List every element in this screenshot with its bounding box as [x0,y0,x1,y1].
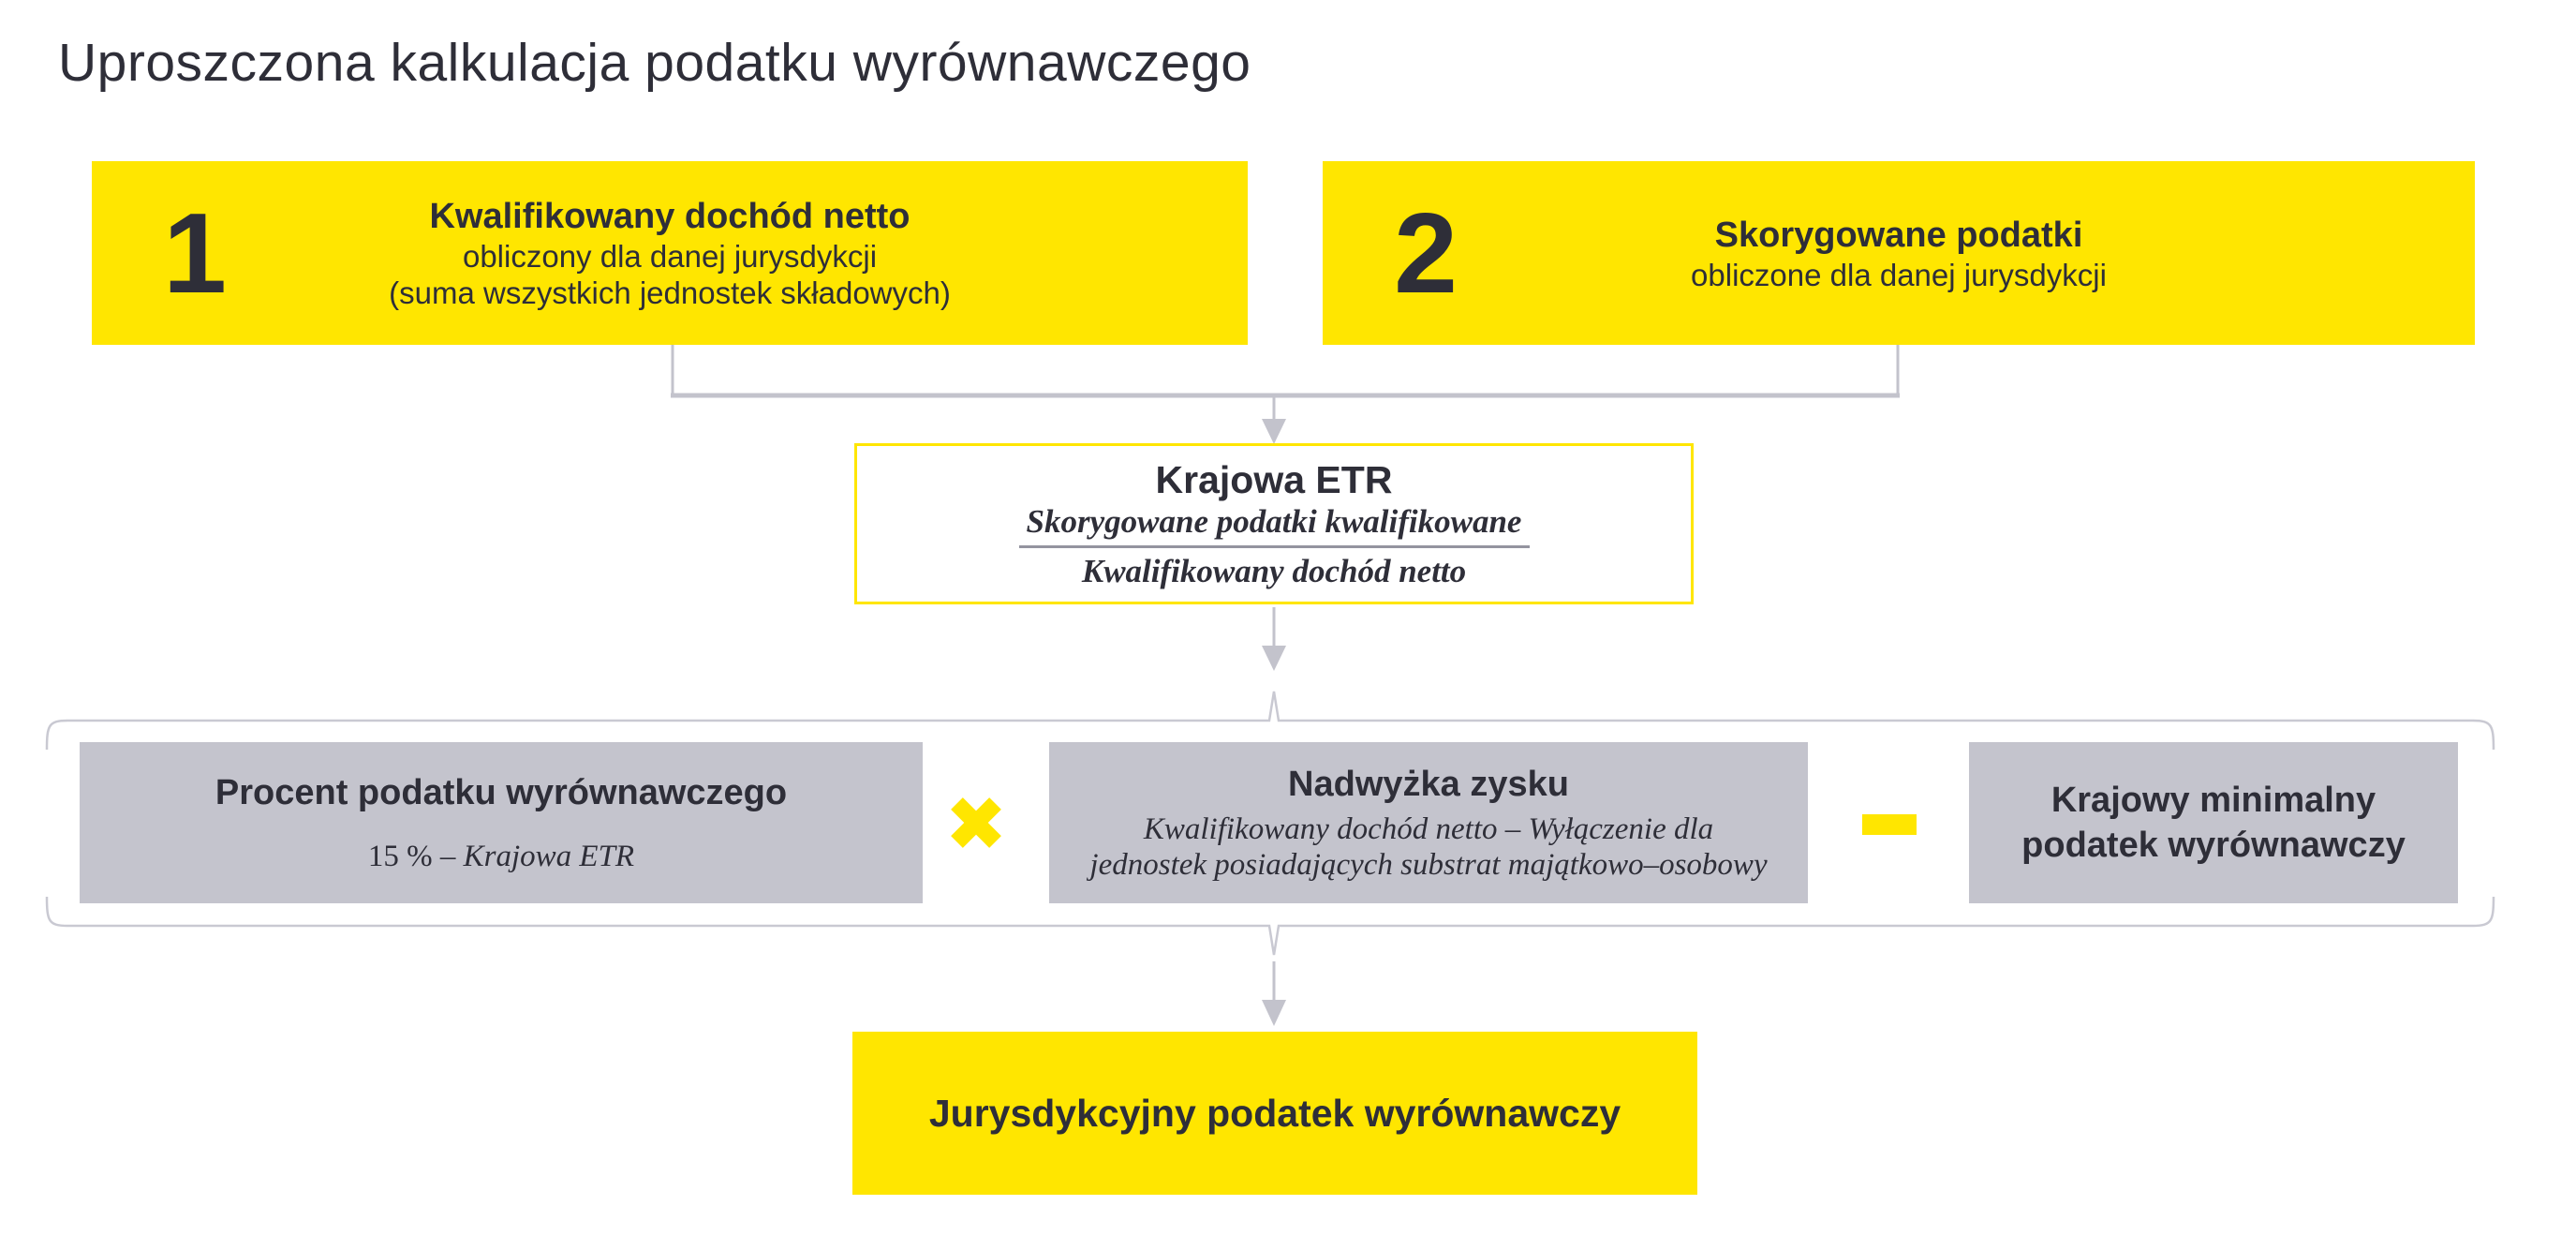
minimum-line2: podatek wyrównawczy [2021,826,2406,865]
minimum-line1: Krajowy minimalny [2050,781,2376,820]
box-domestic-minimum-tax: Krajowy minimalny podatek wyrównawczy [1969,742,2458,903]
minus-icon [1862,814,1917,835]
brace-top [45,691,2495,751]
percent-formula-prefix: 15 % – [367,840,464,873]
box-qualified-net-income: 1 Kwalifikowany dochód netto obliczony d… [92,161,1248,345]
brace-bottom [45,896,2495,956]
etr-numerator: Skorygowane podatki kwalifikowane [1026,502,1522,540]
box-adjusted-taxes: 2 Skorygowane podatki obliczone dla dane… [1323,161,2475,345]
box1-line1: obliczony dla danej jurysdykcji [462,239,878,274]
step-number-1: 1 [163,189,227,317]
fraction-divider [1018,544,1530,548]
box2-line1: obliczone dla danej jurysdykcji [1691,257,2107,292]
etr-heading: Krajowa ETR [1155,457,1393,501]
arrow-brace-to-result-head [1262,1000,1286,1026]
excess-line2: jednostek posiadających substrat majątko… [1089,848,1768,882]
box1-line2: (suma wszystkich jednostek składowych) [389,275,951,310]
box2-heading: Skorygowane podatki [1714,215,2083,255]
box-topup-tax-percent: Procent podatku wyrównawczego 15 % – Kra… [80,742,923,903]
excess-line1: Kwalifikowany dochód netto – Wyłączenie … [1143,812,1714,846]
percent-formula: 15 % – Krajowa ETR [368,839,634,874]
arrow-to-etr-head [1262,419,1286,444]
multiply-icon [951,797,1001,848]
box-domestic-etr: Krajowa ETR Skorygowane podatki kwalifik… [854,443,1694,604]
box1-heading: Kwalifikowany dochód netto [429,197,910,236]
box-excess-profit: Nadwyżka zysku Kwalifikowany dochód nett… [1049,742,1808,903]
etr-denominator: Kwalifikowany dochód netto [1081,552,1467,589]
box-jurisdictional-topup-tax: Jurysdykcyjny podatek wyrównawczy [852,1032,1697,1195]
result-label: Jurysdykcyjny podatek wyrównawczy [928,1091,1621,1135]
percent-heading: Procent podatku wyrównawczego [215,773,788,812]
arrow-etr-to-brace-head [1262,646,1286,671]
excess-heading: Nadwyżka zysku [1288,765,1569,804]
step-number-2: 2 [1394,189,1458,317]
page-title: Uproszczona kalkulacja podatku wyrównawc… [58,33,1251,93]
percent-formula-italic: Krajowa ETR [463,840,635,873]
